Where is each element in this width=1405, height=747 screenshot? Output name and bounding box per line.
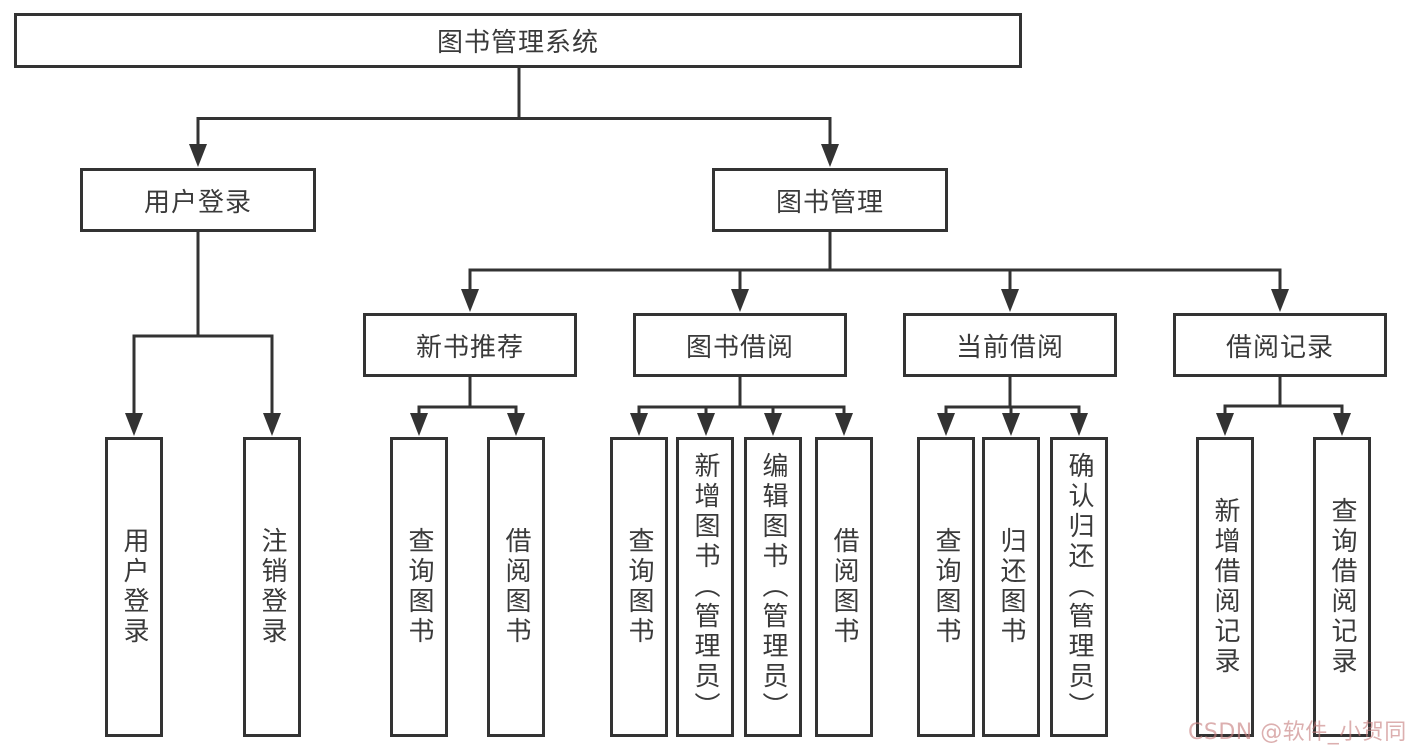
leaf-borrowing-borrow-books: 借阅图书 [815, 437, 873, 737]
leaf-current-return-books: 归还图书 [982, 437, 1040, 737]
leaf-user-login: 用户登录 [105, 437, 163, 737]
node-book-management: 图书管理 [712, 168, 948, 232]
leaf-records-add-record: 新增借阅记录 [1196, 437, 1254, 737]
node-new-book-recommend: 新书推荐 [363, 313, 577, 377]
leaf-recommend-borrow-books: 借阅图书 [487, 437, 545, 737]
leaf-current-query-books: 查询图书 [917, 437, 975, 737]
node-borrowing-records: 借阅记录 [1173, 313, 1387, 377]
csdn-watermark: CSDN @软件_小贺同学 [1188, 720, 1405, 745]
node-user-login: 用户登录 [80, 168, 316, 232]
node-book-borrowing: 图书借阅 [633, 313, 847, 377]
leaf-borrowing-edit-books-admin: 编辑图书（管理员） [744, 437, 802, 737]
leaf-records-query-record: 查询借阅记录 [1313, 437, 1371, 737]
node-current-borrowing: 当前借阅 [903, 313, 1117, 377]
leaf-borrowing-query-books: 查询图书 [610, 437, 668, 737]
leaf-logout-login: 注销登录 [243, 437, 301, 737]
leaf-borrowing-add-books-admin: 新增图书（管理员） [676, 437, 734, 737]
node-root-system: 图书管理系统 [14, 13, 1022, 68]
leaf-recommend-query-books: 查询图书 [390, 437, 448, 737]
leaf-current-confirm-return-admin: 确认归还（管理员） [1050, 437, 1108, 737]
